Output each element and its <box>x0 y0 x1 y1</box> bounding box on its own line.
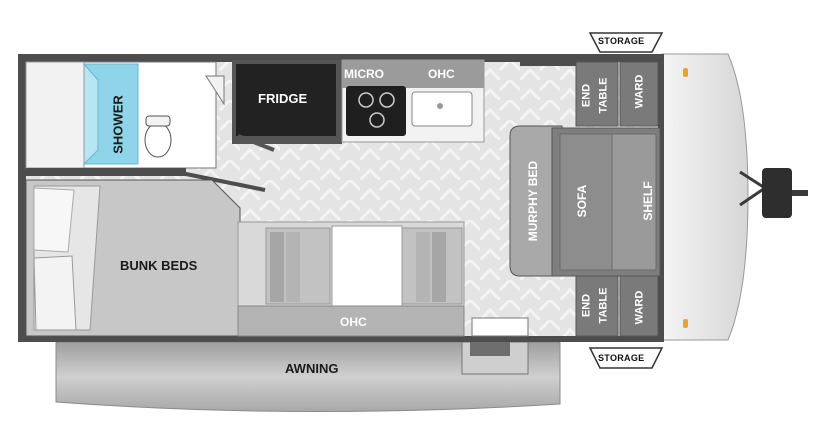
front-cap <box>661 53 749 341</box>
dinette-table <box>331 225 403 307</box>
end-table-bottom-label-2: TABLE <box>597 287 610 324</box>
end-table-bottom-label-1: END <box>580 293 593 318</box>
shelf-label: SHELF <box>641 181 655 221</box>
storage-bottom-label: STORAGE <box>598 353 645 363</box>
awning <box>55 341 561 413</box>
ward-top <box>619 61 659 127</box>
micro-label: MICRO <box>344 67 384 81</box>
end-table-top-label-1: END <box>580 83 593 108</box>
storage-tag-top <box>588 32 664 53</box>
ward-top-label: WARD <box>633 74 646 109</box>
end-table-top <box>575 61 619 127</box>
ward-bottom-label: WARD <box>633 290 646 325</box>
awning-label: AWNING <box>285 361 339 376</box>
stove <box>346 86 406 136</box>
end-table-top-label-2: TABLE <box>597 77 610 114</box>
storage-top-label: STORAGE <box>598 36 645 46</box>
fridge-label: FRIDGE <box>258 91 308 106</box>
murphy-bed <box>509 125 563 277</box>
ohc-dinette <box>237 305 465 337</box>
sofa-label: SOFA <box>575 184 589 218</box>
storage-tag-bottom <box>588 347 664 369</box>
murphy-bed-label: MURPHY BED <box>526 160 540 242</box>
bunk-beds-label: BUNK BEDS <box>120 258 198 273</box>
ohc-kitchen-label: OHC <box>428 67 455 81</box>
toilet <box>144 122 172 158</box>
kitchen-sink <box>411 91 473 127</box>
entry-step <box>470 342 510 356</box>
ward-bottom <box>619 275 659 337</box>
ohc-dinette-label: OHC <box>340 315 367 329</box>
end-table-bottom <box>575 275 619 337</box>
shower-label: SHOWER <box>110 95 126 154</box>
